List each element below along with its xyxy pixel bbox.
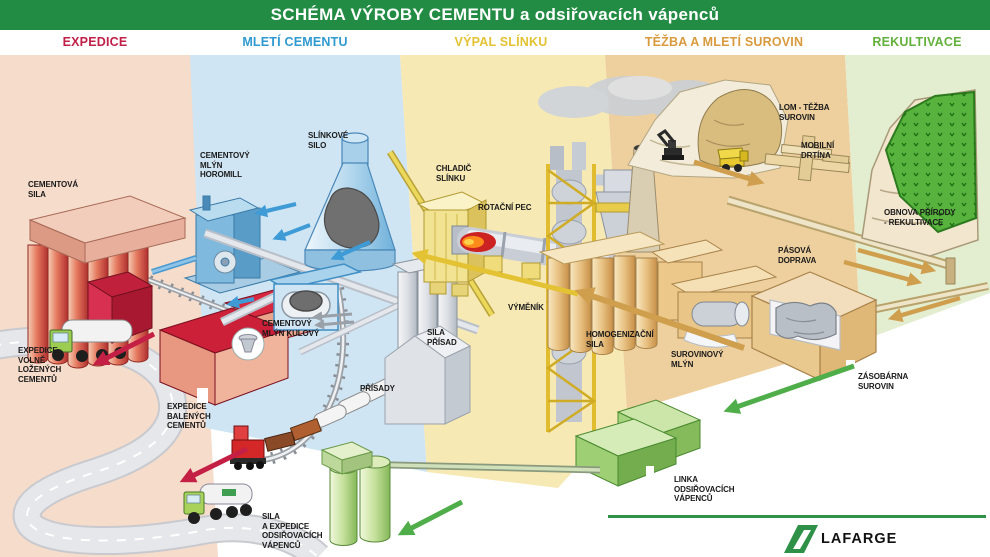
clinker-cooler <box>416 191 488 297</box>
label-expedice-volne: EXPEDICE VOLNĚ LOŽENÝCH CEMENTŮ <box>18 346 62 384</box>
raw-material-store <box>750 271 878 381</box>
label-mlyn-kulovy: CEMENTOVÝ MLÝN KULOVÝ <box>262 319 320 338</box>
zone-header-rekultivace: REKULTIVACE <box>872 35 962 49</box>
quarry <box>627 79 789 179</box>
label-sila-prisad: SILA PŘÍSAD <box>427 328 457 347</box>
label-mobilni-drtina: MOBILNÍ DRTÍNA <box>801 141 835 160</box>
label-mlyn-horomill: CEMENTOVÝ MLÝN HOROMILL <box>200 151 250 180</box>
zone-header-vypal-slinku: VÝPAL SLÍNKU <box>454 35 548 49</box>
page-title: SCHÉMA VÝROBY CEMENTU a odsiřovacích váp… <box>270 5 720 24</box>
title-banner: SCHÉMA VÝROBY CEMENTU a odsiřovacích váp… <box>0 0 990 30</box>
label-cementova-sila: CEMENTOVÁ SILA <box>28 180 79 199</box>
zone-header-mleti-cementu: MLETÍ CEMENTU <box>242 35 348 49</box>
additives-building <box>384 325 472 425</box>
label-linka-odsirovacich: LINKA ODSIŘOVACÍCH VÁPENCŮ <box>674 475 735 504</box>
label-expedice-balenych: EXPEDICE BALENÝCH CEMENTŮ <box>167 402 211 431</box>
zone-header-expedice: EXPEDICE <box>62 35 128 49</box>
limestone-truck <box>183 483 253 524</box>
limestone-silos <box>320 441 601 546</box>
label-sila-a-expedice: SILA A EXPEDICE ODSIŘOVACÍCH VÁPENCŮ <box>262 512 323 550</box>
label-homogenizacni-sila: HOMOGENIZAČNÍ SILA <box>586 330 654 349</box>
flow-arrows <box>92 159 961 536</box>
label-prisady: PŘÍSADY <box>360 384 395 393</box>
mobile-crusher <box>764 135 851 182</box>
label-zasobarna: ZÁSOBÁRNA SUROVIN <box>858 372 909 391</box>
label-slinkove-silo: SLÍNKOVÉ SILO <box>308 131 349 150</box>
label-pasova-doprava: PÁSOVÁ DOPRAVA <box>778 246 817 265</box>
label-lom-tezba: LOM - TĚŽBA SUROVIN <box>779 103 830 122</box>
limestone-line-building <box>574 399 702 487</box>
horomill-building <box>183 195 302 294</box>
clinker-silo <box>304 132 396 272</box>
label-surovinovy-mlyn: SUROVINOVÝ MLÝN <box>671 350 724 369</box>
road <box>0 326 329 557</box>
label-vymenik: VÝMĚNÍK <box>508 303 544 312</box>
ball-mill <box>267 263 363 331</box>
label-chladic-slinku: CHLADIČ SLÍNKU <box>436 164 472 183</box>
label-obnova-prirody: OBNOVA PŘÍRODY - REKULTIVACE <box>884 208 956 227</box>
reclaimed-hill <box>861 89 979 257</box>
label-rotacni-pec: ROTAČNÍ PEC <box>478 203 532 212</box>
conveyor-beams <box>151 228 480 356</box>
zone-header-tezba: TĚŽBA A MLETÍ SUROVIN <box>644 35 804 49</box>
lafarge-logo <box>608 515 986 553</box>
lafarge-brand-text: LAFARGE <box>821 531 898 547</box>
